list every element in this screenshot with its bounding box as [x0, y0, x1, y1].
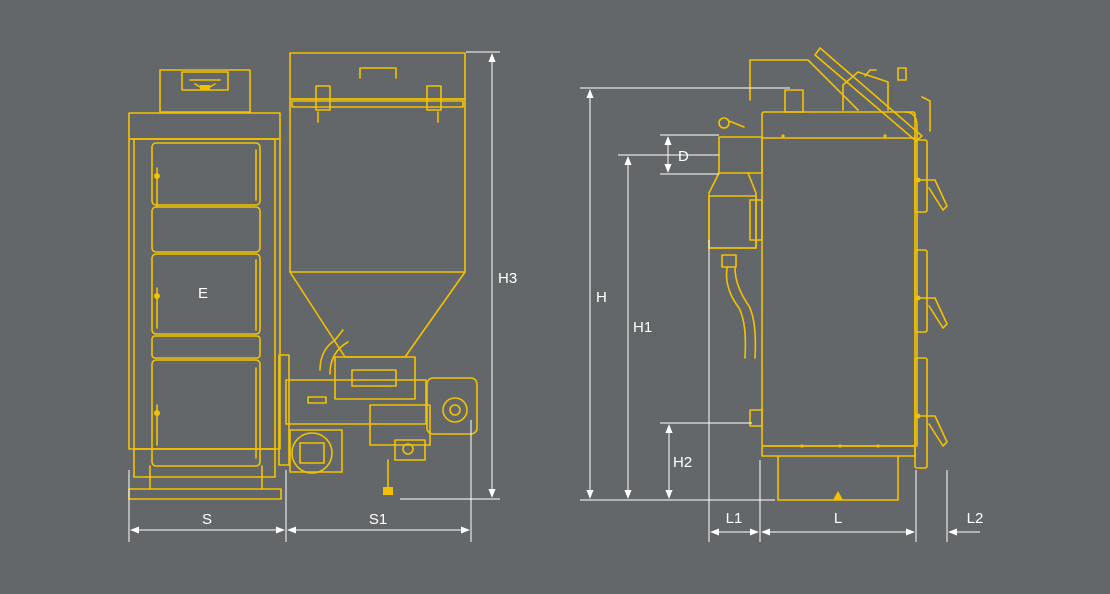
- label-h3: H3: [498, 270, 517, 287]
- control-box: [159, 69, 251, 113]
- side-handles: [914, 139, 948, 469]
- side-lid: [749, 47, 931, 142]
- label-h: H: [596, 289, 607, 306]
- label-d: D: [678, 148, 689, 165]
- label-e: E: [198, 285, 208, 302]
- label-s1: S1: [369, 511, 387, 528]
- label-h2: H2: [673, 454, 692, 471]
- screw-feeder: [278, 329, 478, 495]
- boiler-top-cap: [128, 112, 281, 140]
- boiler-base: [128, 488, 282, 500]
- label-s: S: [202, 511, 212, 528]
- pellet-hopper: [289, 52, 466, 358]
- side-dimensions: H H1 H2 D L1 L L2: [580, 87, 984, 542]
- label-l2: L2: [967, 510, 984, 527]
- side-view: [708, 47, 948, 501]
- label-l: L: [834, 510, 842, 527]
- boiler-doors: [151, 142, 261, 467]
- side-boiler-body: [761, 111, 916, 447]
- front-dimensions: S S1 H3: [128, 51, 517, 542]
- side-feeder: [708, 117, 763, 427]
- front-view: E: [128, 52, 478, 500]
- label-h1: H1: [633, 319, 652, 336]
- label-l1: L1: [726, 510, 743, 527]
